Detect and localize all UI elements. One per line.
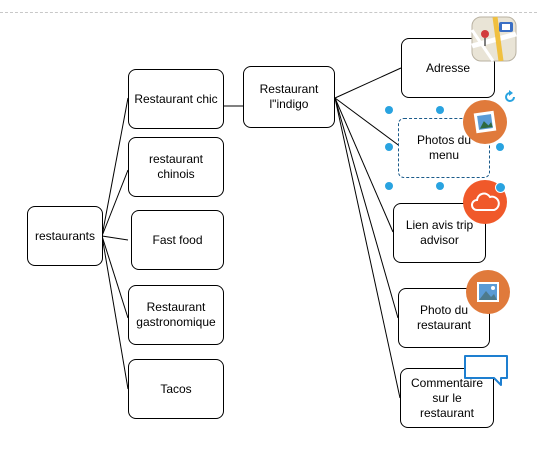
- node-restaurants[interactable]: restaurants: [27, 206, 103, 266]
- image-glyph: [473, 110, 497, 134]
- resize-handle-sw[interactable]: [385, 182, 393, 190]
- node-label: Restaurant chic: [134, 91, 218, 106]
- maps-icon[interactable]: [471, 16, 517, 62]
- image-icon[interactable]: [463, 100, 507, 144]
- link-indigo-photosmenu: [334, 97, 402, 148]
- link-indigo-adresse: [334, 67, 402, 99]
- node-label: Fast food: [152, 232, 203, 247]
- link-root-fastfood: [101, 235, 129, 241]
- resize-handle-e[interactable]: [496, 143, 504, 151]
- node-label: Adresse: [425, 60, 471, 75]
- node-restaurant-chinois[interactable]: restaurant chinois: [128, 137, 224, 197]
- cloud-glyph: [471, 192, 500, 211]
- node-restaurant-chic[interactable]: Restaurant chic: [128, 69, 224, 129]
- node-tacos[interactable]: Tacos: [128, 359, 224, 419]
- resize-handle-n[interactable]: [436, 106, 444, 114]
- resize-handle-w[interactable]: [385, 143, 393, 151]
- node-label: restaurants: [34, 228, 96, 243]
- resize-handle-nw[interactable]: [385, 106, 393, 114]
- node-photo-du-restaurant[interactable]: Photo du restaurant: [398, 288, 490, 348]
- link-indigo-commentaire: [334, 97, 401, 399]
- image-glyph: [477, 282, 499, 302]
- node-label: Restaurant l"indigo: [259, 82, 319, 111]
- node-label: Photos du menu: [416, 133, 472, 162]
- link-root-tacos: [101, 235, 129, 390]
- rotate-icon[interactable]: [503, 90, 517, 104]
- comment-icon[interactable]: [463, 354, 509, 388]
- cloud-badge-dot: [495, 182, 506, 193]
- node-label: Photo du restaurant: [416, 303, 472, 332]
- page-top-border: [0, 12, 537, 13]
- link-indigo-lien: [334, 97, 394, 233]
- node-fast-food[interactable]: Fast food: [131, 210, 224, 270]
- resize-handle-s[interactable]: [436, 182, 444, 190]
- link-root-gastro: [101, 235, 129, 319]
- node-label: Tacos: [160, 381, 192, 396]
- image-icon[interactable]: [466, 270, 510, 314]
- node-restaurant-indigo[interactable]: Restaurant l"indigo: [243, 66, 335, 128]
- node-label: Restaurant gastronomique: [136, 300, 216, 329]
- node-label: Lien avis trip advisor: [405, 218, 474, 247]
- link-root-chic: [101, 97, 129, 237]
- node-restaurant-gastronomique[interactable]: Restaurant gastronomique: [128, 285, 224, 345]
- node-label: restaurant chinois: [148, 152, 204, 181]
- link-indigo-photoresto: [334, 97, 399, 319]
- link-root-chinois: [101, 169, 129, 237]
